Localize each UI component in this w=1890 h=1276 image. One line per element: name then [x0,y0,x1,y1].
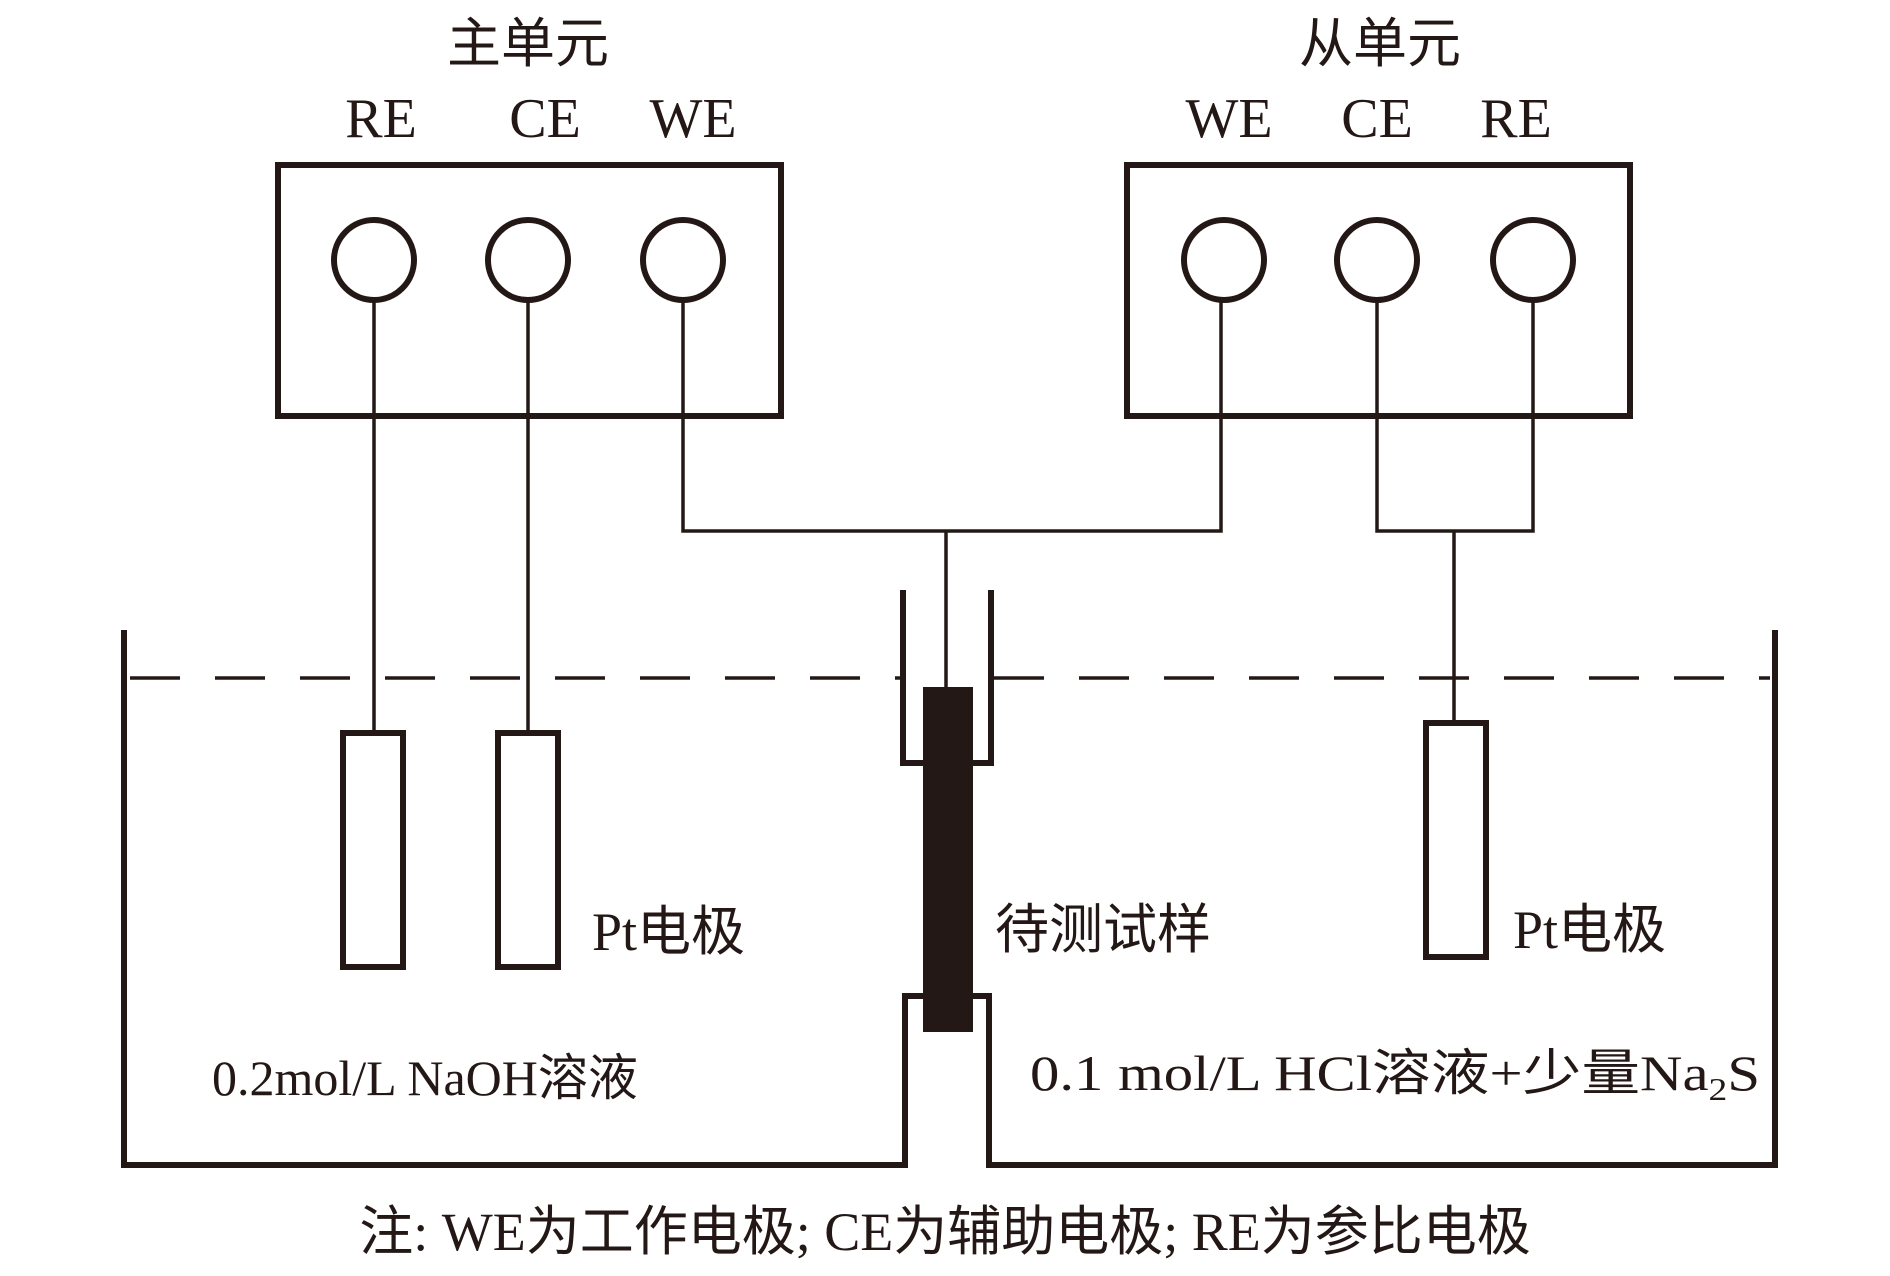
test-sample [923,687,973,1032]
master-we-terminal [640,217,726,303]
sample-label: 待测试样 [995,900,1211,960]
master-terminal-re-label: RE [345,88,417,150]
master-unit-title: 主单元 [447,14,609,74]
wire-we-common [681,300,1223,533]
slave-terminal-we-label: WE [1185,88,1272,150]
master-ce-terminal [485,217,571,303]
slave-unit-title: 从单元 [1299,14,1461,74]
slave-we-terminal [1181,217,1267,303]
right-pt-electrode-label: Pt电极 [1513,900,1666,960]
slave-terminal-ce-label: CE [1341,88,1413,150]
right-solution-tail: S [1727,1045,1760,1101]
legend-note: 注: WE为工作电极; CE为辅助电极; RE为参比电极 [359,1202,1530,1262]
left-solution-label: 0.2mol/L NaOH溶液 [212,1050,638,1106]
master-re-electrode [340,730,406,970]
slave-ce-terminal [1334,217,1420,303]
slave-pt-electrode [1423,720,1489,960]
left-pt-electrode-label: Pt电极 [592,902,745,962]
wires [372,300,1535,733]
master-ce-pt-electrode [495,730,561,970]
master-re-terminal [331,217,417,303]
master-terminal-ce-label: CE [509,88,581,150]
right-solution-main: 0.1 mol/L HCl溶液+少量Na [1030,1045,1709,1101]
slave-terminal-re-label: RE [1480,88,1552,150]
master-terminal-we-label: WE [649,88,736,150]
right-solution-subscript: 2 [1709,1071,1728,1107]
slave-re-terminal [1490,217,1576,303]
